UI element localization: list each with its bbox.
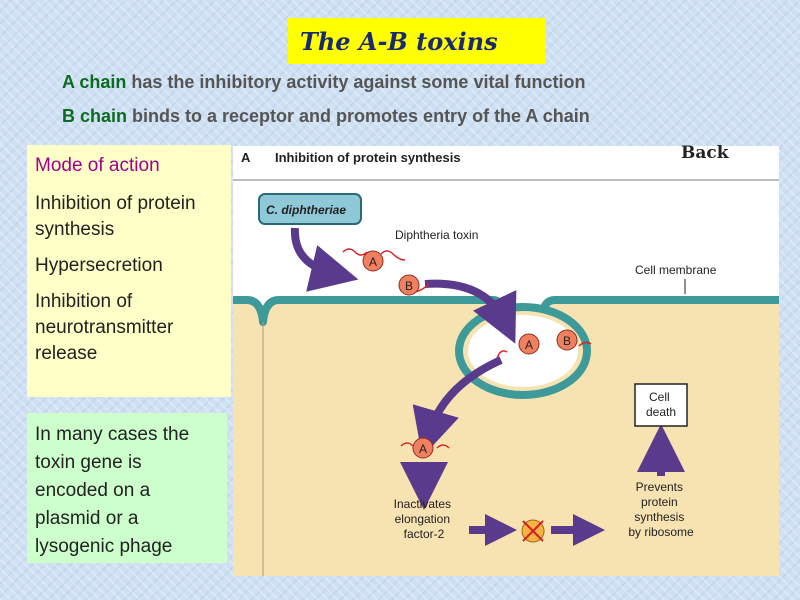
vesicle-subunit-a: [518, 333, 540, 355]
slide-title: The A-B toxins: [300, 26, 498, 56]
inactivates-text: Inactivates elongation factor-2: [394, 497, 455, 541]
toxin-tail: [400, 442, 414, 447]
toxin-tail: [578, 341, 592, 347]
toxin-tail: [342, 248, 368, 256]
block-mark: [522, 520, 544, 542]
mode-of-action-heading: Mode of action: [35, 155, 160, 176]
mode-item-neurotransmitter: Inhibition of neurotransmitter release: [35, 291, 174, 364]
b-chain-description: B chain binds to a receptor and promotes…: [62, 106, 590, 127]
toxin-diagram: A Inhibition of protein synthesis C. dip…: [233, 146, 779, 576]
translocation-arrow: [412, 356, 503, 458]
b-chain-keyword: B chain: [62, 106, 128, 126]
vesicle-a-letter: A: [525, 338, 533, 352]
a-chain-description: A chain has the inhibitory activity agai…: [62, 72, 585, 93]
binding-arrow: [424, 279, 517, 344]
b-chain-text: binds to a receptor and promotes entry o…: [127, 106, 590, 126]
prevents-text: Prevents protein synthesis by ribosome: [628, 480, 694, 539]
a-chain-text: has the inhibitory activity against some…: [126, 72, 586, 92]
back-button[interactable]: Back: [681, 143, 729, 163]
toxin-subunit-a: [362, 250, 384, 272]
a-chain-keyword: A chain: [62, 72, 127, 92]
mode-item-hypersecretion: Hypersecretion: [35, 255, 163, 276]
toxin-gene-note-panel: In many cases the toxin gene is encoded …: [27, 413, 227, 563]
subunit-a-letter: A: [369, 255, 377, 269]
mode-item-protein-synthesis: Inhibition of protein synthesis: [35, 193, 196, 240]
slide-title-box: The A-B toxins: [288, 18, 546, 64]
diagram-heading: Inhibition of protein synthesis: [275, 150, 461, 165]
toxin-tail: [496, 350, 508, 359]
toxin-tail: [380, 250, 406, 261]
c-diphtheriae-box: [258, 193, 362, 225]
mode-of-action-panel: Mode of action Inhibition of protein syn…: [27, 145, 231, 397]
cell-death-box: [634, 383, 688, 427]
panel-letter: A: [241, 150, 251, 165]
released-subunit-a: [412, 437, 434, 459]
toxin-tail: [436, 444, 450, 449]
membrane-label: Cell membrane: [635, 263, 717, 277]
vesicle-b-letter: B: [563, 334, 571, 348]
subunit-b-letter: B: [405, 279, 413, 293]
organism-label: C. diphtheriae: [266, 203, 346, 217]
secretion-arrow: [290, 227, 359, 292]
toxin-label: Diphtheria toxin: [395, 228, 478, 242]
released-a-letter: A: [419, 442, 427, 456]
cell-death-text: Cell death: [646, 390, 676, 419]
vesicle-subunit-b: [556, 329, 578, 351]
toxin-gene-note: In many cases the toxin gene is encoded …: [35, 424, 190, 557]
toxin-subunit-b: [398, 274, 420, 296]
cytoplasm-region: [233, 304, 779, 576]
